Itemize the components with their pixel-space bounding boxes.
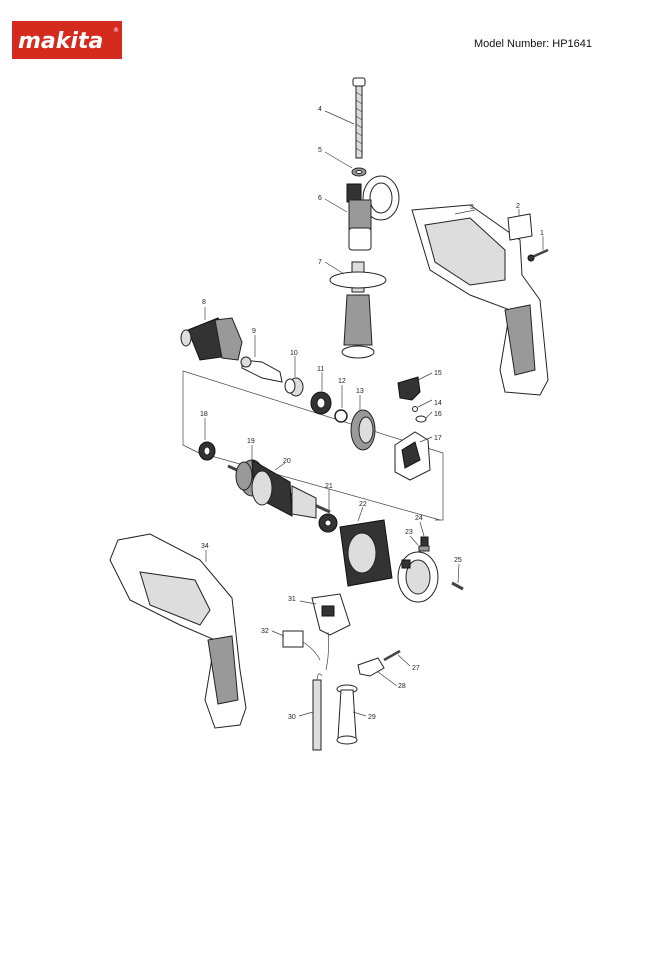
label-part-12: 12 [338, 378, 346, 385]
part-25-screw [451, 581, 464, 591]
part-13-gear [350, 409, 376, 451]
label-part-21: 21 [325, 483, 333, 490]
label-part-2: 2 [516, 203, 520, 210]
part-10-sleeve [284, 377, 304, 397]
part-3-housing [411, 204, 549, 396]
label-part-3: 3 [470, 204, 474, 211]
label-part-19: 19 [247, 438, 255, 445]
leader-lines [204, 110, 544, 717]
part-27-screw [383, 649, 401, 662]
label-part-1: 1 [540, 230, 544, 237]
part-11-bearing [310, 391, 332, 415]
svg-text:®: ® [113, 27, 119, 34]
label-part-28: 28 [398, 683, 406, 690]
label-part-34: 34 [201, 543, 209, 550]
label-part-15: 15 [434, 370, 442, 377]
part-21-bearing [318, 513, 338, 533]
part-4-screw [352, 77, 366, 159]
label-part-18: 18 [200, 411, 208, 418]
label-part-31: 31 [288, 596, 296, 603]
label-part-10: 10 [290, 350, 298, 357]
label-part-7: 7 [318, 259, 322, 266]
label-part-16: 16 [434, 411, 442, 418]
part-7-side-handle [329, 261, 387, 359]
part-14-ball [412, 406, 418, 412]
part-15-lever [397, 376, 421, 401]
part-22-field [339, 519, 393, 587]
group-bracket [182, 371, 198, 453]
label-part-6: 6 [318, 195, 322, 202]
part-30-cord [312, 673, 323, 751]
part-19-fan [235, 461, 253, 491]
part-31-switch [311, 593, 351, 671]
part-8-chuck [180, 317, 243, 361]
part-34-housing [109, 533, 247, 729]
makita-logo: makita ® [12, 21, 122, 59]
label-part-23: 23 [405, 529, 413, 536]
label-part-4: 4 [318, 106, 322, 113]
svg-text:makita: makita [18, 29, 103, 54]
label-part-25: 25 [454, 557, 462, 564]
label-part-24: 24 [415, 515, 423, 522]
label-part-27: 27 [412, 665, 420, 672]
part-23-brush [420, 536, 429, 547]
label-part-14: 14 [434, 400, 442, 407]
label-part-17: 17 [434, 435, 442, 442]
brush-holder [397, 551, 439, 603]
label-part-13: 13 [356, 388, 364, 395]
part-24-carbon [418, 545, 430, 552]
label-part-9: 9 [252, 328, 256, 335]
part-18-bearing [198, 441, 216, 461]
part-2-label [507, 213, 533, 241]
part-1-screw [527, 248, 549, 262]
part-16-o-ring [415, 415, 427, 423]
label-part-8: 8 [202, 299, 206, 306]
part-29-strain-relief [336, 684, 358, 745]
part-28-cord-clamp [357, 657, 385, 677]
label-part-29: 29 [368, 714, 376, 721]
part-9-spindle [240, 356, 283, 383]
part-12-retaining-ring [334, 409, 348, 423]
label-part-11: 11 [317, 366, 324, 373]
part-6-grip-clamp [346, 175, 400, 251]
label-part-30: 30 [288, 714, 296, 721]
part-17-change-plate [394, 431, 431, 481]
part-32-capacitor [282, 630, 321, 661]
label-part-22: 22 [359, 501, 367, 508]
label-part-20: 20 [283, 458, 291, 465]
label-part-32: 32 [261, 628, 269, 635]
label-part-5: 5 [318, 147, 322, 154]
model-number: Model Number: HP1641 [474, 38, 593, 50]
